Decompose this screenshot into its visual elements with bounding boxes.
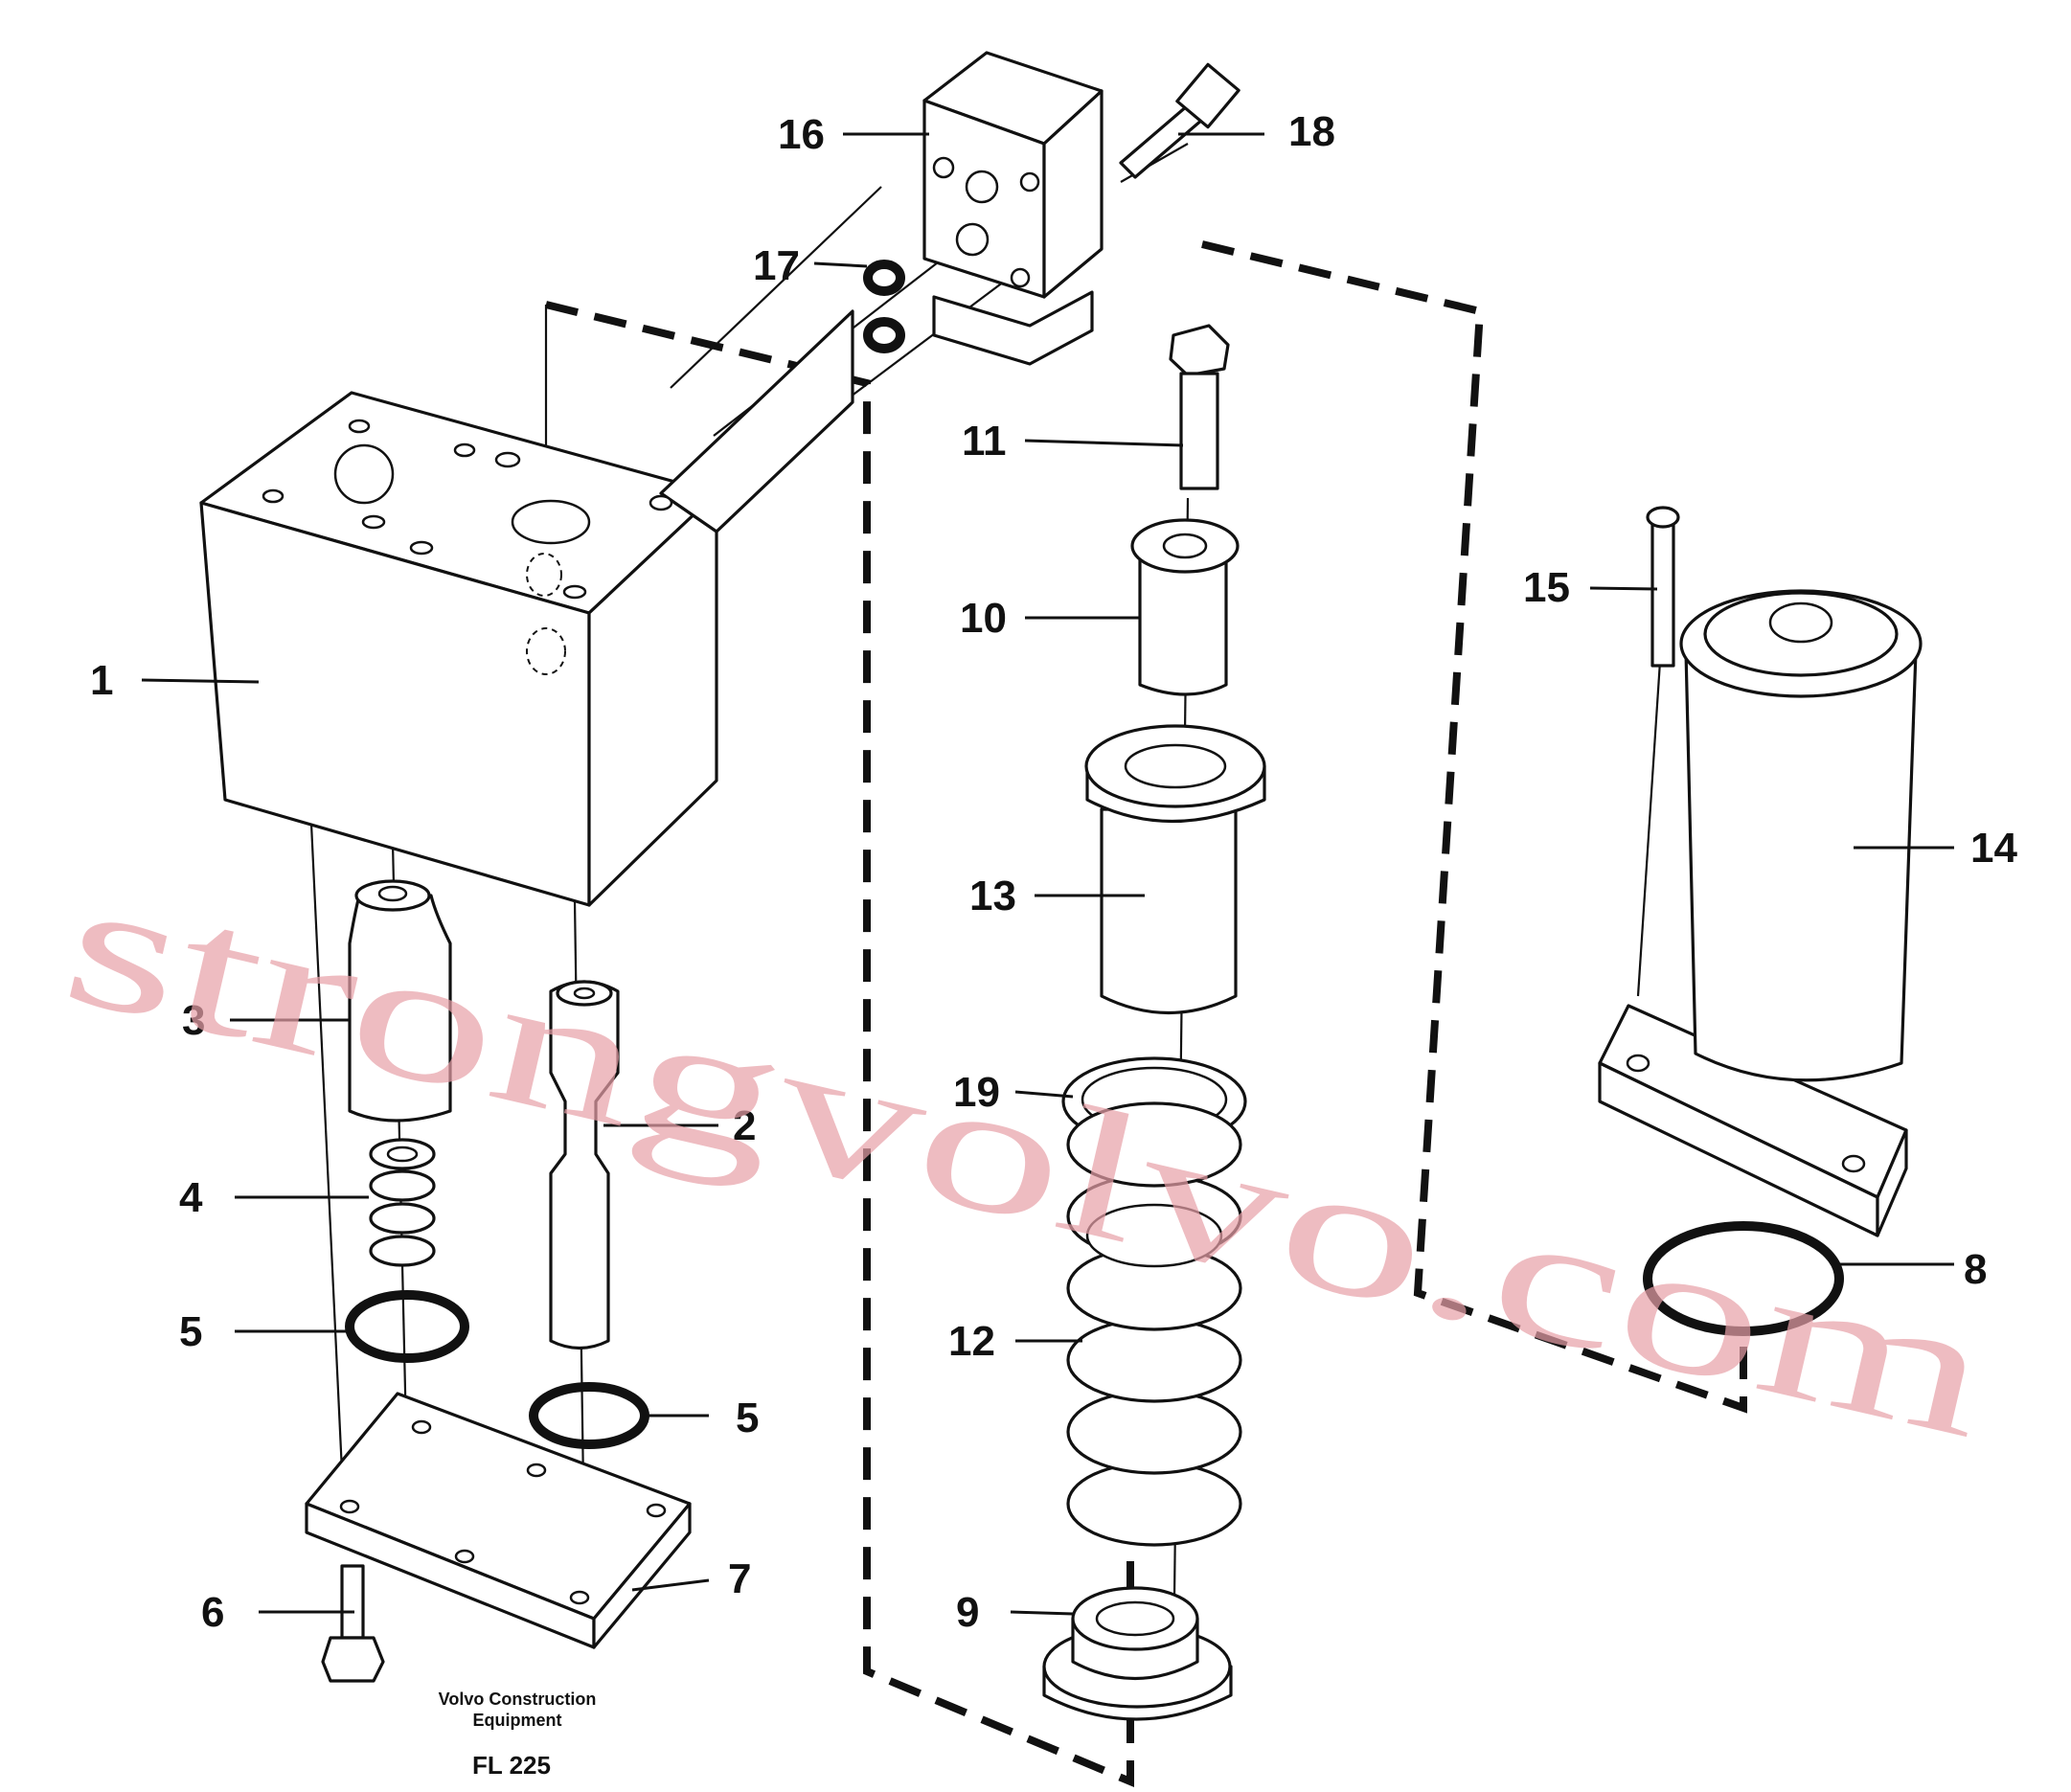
o-ring-17b (863, 317, 905, 353)
part-label-7: 7 (728, 1555, 751, 1602)
o-ring-5b (529, 1382, 649, 1449)
solenoid-valve (922, 51, 1104, 366)
o-ring-8 (1643, 1221, 1844, 1336)
screw-6 (321, 1564, 385, 1683)
part-label-2: 2 (733, 1102, 756, 1149)
part-label-5a: 5 (179, 1308, 202, 1355)
part-labels: 1 2 3 4 5 5 6 7 9 10 11 12 13 14 15 16 1… (90, 108, 2017, 1636)
part-label-5b: 5 (736, 1395, 759, 1441)
part-label-9: 9 (956, 1589, 979, 1636)
spring-seat-9 (1042, 1586, 1233, 1721)
o-ring-5a (345, 1290, 469, 1363)
part-label-4: 4 (179, 1174, 203, 1221)
part-label-17: 17 (753, 242, 800, 289)
spring-12 (1066, 1101, 1242, 1547)
bolt-11 (1169, 324, 1230, 490)
part-label-10: 10 (960, 595, 1007, 642)
part-label-1: 1 (90, 657, 113, 704)
part-label-6: 6 (201, 1589, 224, 1636)
drawing-code: FL 225 (472, 1751, 551, 1780)
part-label-12: 12 (948, 1318, 995, 1365)
cover-plate-7 (305, 1392, 692, 1649)
part-label-18: 18 (1288, 108, 1335, 155)
part-label-16: 16 (778, 111, 825, 158)
o-ring-17a (863, 260, 905, 296)
leader-lines (141, 132, 1954, 1616)
bushing-10 (1130, 518, 1240, 696)
screw-18 (1119, 62, 1240, 179)
drawing-caption: Volvo Construction Equipment FL 225 (439, 1690, 597, 1780)
screw-15 (1646, 506, 1680, 668)
part-label-11: 11 (962, 418, 1007, 465)
spring-4 (369, 1138, 436, 1267)
part-label-19: 19 (953, 1069, 1000, 1116)
valve-block (199, 309, 854, 907)
cylinder-cover-14 (1598, 589, 1923, 1237)
part-label-3: 3 (182, 997, 205, 1044)
assembly-frame-right (1201, 240, 1747, 1414)
part-label-8: 8 (1964, 1246, 1987, 1293)
sleeve-3 (348, 879, 452, 1123)
caption-line-2: Equipment (473, 1711, 562, 1730)
part-label-14: 14 (1970, 825, 2017, 872)
assembly-frame-left (545, 301, 1134, 1788)
part-label-15: 15 (1523, 564, 1570, 611)
caption-line-1: Volvo Construction (439, 1690, 597, 1709)
sleeve-13 (1084, 724, 1266, 1014)
part-label-13: 13 (969, 873, 1016, 919)
spool-2 (549, 980, 620, 1350)
